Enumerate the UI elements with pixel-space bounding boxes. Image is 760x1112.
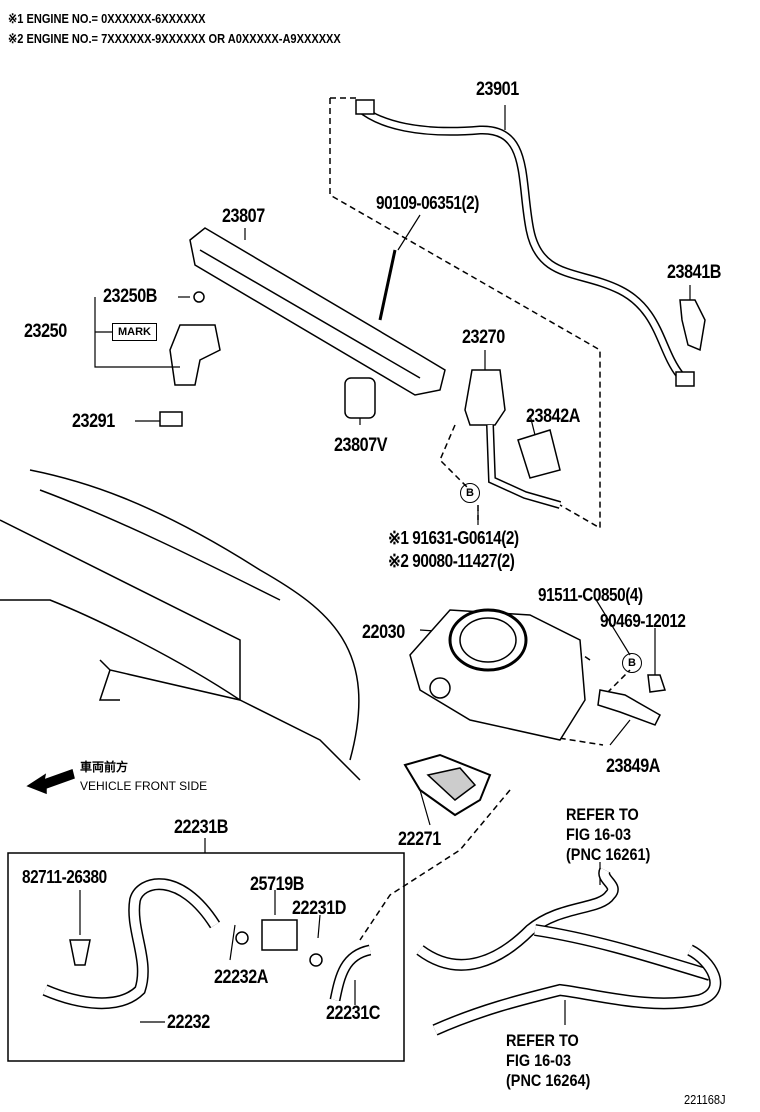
part-label-23849a[interactable]: 23849A [606,756,661,777]
hose-kit-box [7,852,405,1062]
ref-line: FIG 16-03 [566,825,632,844]
front-arrow-icon [26,769,75,795]
marker-b-1: B [460,483,480,503]
direction-jp: 車両前方 [80,760,129,774]
part-label-23250b[interactable]: 23250B [103,286,158,307]
engine-note-2: ※2 ENGINE NO.= 7XXXXXX-9XXXXXX OR A0XXXX… [8,31,341,46]
part-label-23270[interactable]: 23270 [462,327,505,348]
part-label-90109[interactable]: 90109-06351(2) [376,193,479,213]
part-label-23842a[interactable]: 23842A [526,406,581,427]
marker-b-2: B [622,653,642,673]
part-label-25719b[interactable]: 25719B [250,874,305,895]
part-label-23901[interactable]: 23901 [476,79,519,100]
part-label-22271[interactable]: 22271 [398,829,441,850]
part-label-22232[interactable]: 22232 [167,1012,210,1033]
part-label-23250[interactable]: 23250 [24,321,67,342]
part-label-90080[interactable]: ※2 90080-11427(2) [388,551,515,571]
part-label-91631[interactable]: ※1 91631-G0614(2) [388,528,519,548]
part-label-22231b[interactable]: 22231B [174,817,229,838]
throttle-body-22030 [409,608,586,741]
part-label-91511[interactable]: 91511-C0850(4) [538,585,643,605]
ref-line: REFER TO [566,805,639,824]
direction-en: VEHICLE FRONT SIDE [80,779,208,793]
hose-23901 [357,104,684,378]
engine-outline [0,469,361,781]
leader-lines [79,105,691,1025]
part-label-23291[interactable]: 23291 [72,411,115,432]
ref-line: FIG 16-03 [506,1051,572,1070]
ref-line: REFER TO [506,1031,579,1050]
part-label-22231c[interactable]: 22231C [326,1003,381,1024]
part-label-82711[interactable]: 82711-26380 [22,867,107,887]
ref-line: (PNC 16261) [566,845,651,864]
part-label-90469[interactable]: 90469-12012 [600,611,686,631]
part-label-22232a[interactable]: 22232A [214,967,269,988]
part-label-22231d[interactable]: 22231D [292,898,347,919]
part-label-23807v[interactable]: 23807V [334,435,388,456]
mark-box: MARK [112,323,157,341]
figure-id: 221168J [684,1092,726,1107]
part-label-22030[interactable]: 22030 [362,622,405,643]
fuel-rail-23807 [189,227,446,396]
engine-note-1: ※1 ENGINE NO.= 0XXXXXX-6XXXXXX [8,11,206,26]
part-label-23807[interactable]: 23807 [222,206,265,227]
part-label-23841b[interactable]: 23841B [667,262,722,283]
ref-line: (PNC 16264) [506,1071,591,1090]
